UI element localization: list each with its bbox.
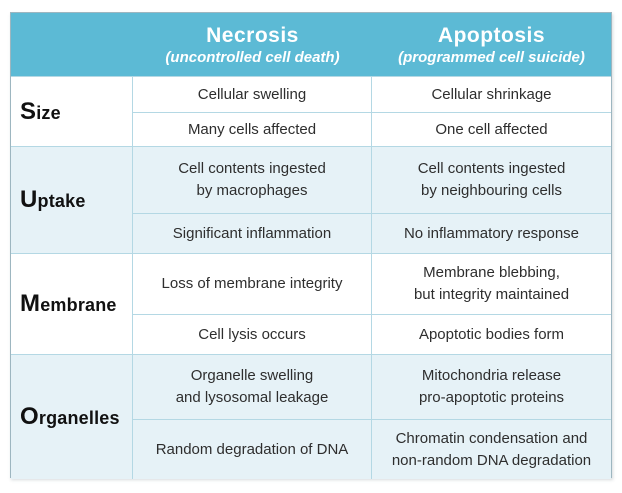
cell-membrane-apoptosis-1: Membrane blebbing, but integrity maintai… <box>413 264 570 303</box>
necrosis-column-subtitle: (uncontrolled cell death) <box>165 49 340 67</box>
section-membrane: Membrane Loss of membrane integrity Memb… <box>11 253 611 354</box>
cell-uptake-necrosis-1: Cell contents ingested by macrophages <box>133 147 372 213</box>
table-row: Cellular swelling Cellular shrinkage <box>133 77 611 112</box>
section-organelles: Organelles Organelle swelling and lysoso… <box>11 354 611 479</box>
section-rows: Organelle swelling and lysosomal leakage… <box>133 355 611 479</box>
row-group-label-text: Uptake <box>20 186 86 213</box>
table-row: Organelle swelling and lysosomal leakage… <box>133 355 611 419</box>
cell-size-necrosis-1: Cellular swelling <box>133 77 372 112</box>
row-group-label-size: Size <box>11 77 133 146</box>
cell-membrane-necrosis-1: Loss of membrane integrity <box>133 254 372 314</box>
cell-uptake-apoptosis-1: Cell contents ingested by neighbouring c… <box>417 160 566 199</box>
table-header-row: Necrosis (uncontrolled cell death) Apopt… <box>11 13 611 76</box>
cell-organelles-necrosis-2: Random degradation of DNA <box>133 420 372 479</box>
header-column-apoptosis: Apoptosis (programmed cell suicide) <box>372 13 611 76</box>
table-row: Loss of membrane integrity Membrane bleb… <box>133 254 611 314</box>
cell-organelles-apoptosis-2: Chromatin condensation and non-random DN… <box>391 429 592 469</box>
cell-membrane-necrosis-2: Cell lysis occurs <box>133 315 372 354</box>
table-row: Many cells affected One cell affected <box>133 112 611 146</box>
cell-size-apoptosis-1: Cellular shrinkage <box>431 85 552 103</box>
row-group-label-text: Size <box>20 97 61 125</box>
apoptosis-column-subtitle: (programmed cell suicide) <box>398 49 585 67</box>
cell-organelles-apoptosis-1: Mitochondria release pro-apoptotic prote… <box>418 367 565 406</box>
section-uptake: Uptake Cell contents ingested by macroph… <box>11 146 611 253</box>
row-group-label-organelles: Organelles <box>11 355 133 479</box>
table-row: Significant inflammation No inflammatory… <box>133 213 611 253</box>
row-group-label-uptake: Uptake <box>11 147 133 253</box>
section-rows: Loss of membrane integrity Membrane bleb… <box>133 254 611 354</box>
section-rows: Cell contents ingested by macrophages Ce… <box>133 147 611 253</box>
section-rows: Cellular swelling Cellular shrinkage Man… <box>133 77 611 146</box>
row-group-label-text: Organelles <box>20 403 120 430</box>
cell-size-apoptosis-2: One cell affected <box>435 120 548 138</box>
cell-size-necrosis-2: Many cells affected <box>133 113 372 146</box>
row-group-label-text: Membrane <box>20 290 117 317</box>
apoptosis-column-title: Apoptosis <box>437 24 546 48</box>
necrosis-apoptosis-table: Necrosis (uncontrolled cell death) Apopt… <box>10 12 612 479</box>
necrosis-column-title: Necrosis <box>206 24 299 48</box>
section-size: Size Cellular swelling Cellular shrinkag… <box>11 76 611 146</box>
table-row: Random degradation of DNA Chromatin cond… <box>133 419 611 479</box>
header-column-necrosis: Necrosis (uncontrolled cell death) <box>133 13 372 76</box>
cell-membrane-apoptosis-2: Apoptotic bodies form <box>418 325 565 343</box>
row-group-label-membrane: Membrane <box>11 254 133 354</box>
cell-uptake-necrosis-2: Significant inflammation <box>133 214 372 253</box>
cell-uptake-apoptosis-2: No inflammatory response <box>403 224 580 242</box>
cell-organelles-necrosis-1: Organelle swelling and lysosomal leakage <box>133 355 372 419</box>
header-empty-cell <box>11 13 133 76</box>
table-row: Cell lysis occurs Apoptotic bodies form <box>133 314 611 354</box>
table-row: Cell contents ingested by macrophages Ce… <box>133 147 611 213</box>
